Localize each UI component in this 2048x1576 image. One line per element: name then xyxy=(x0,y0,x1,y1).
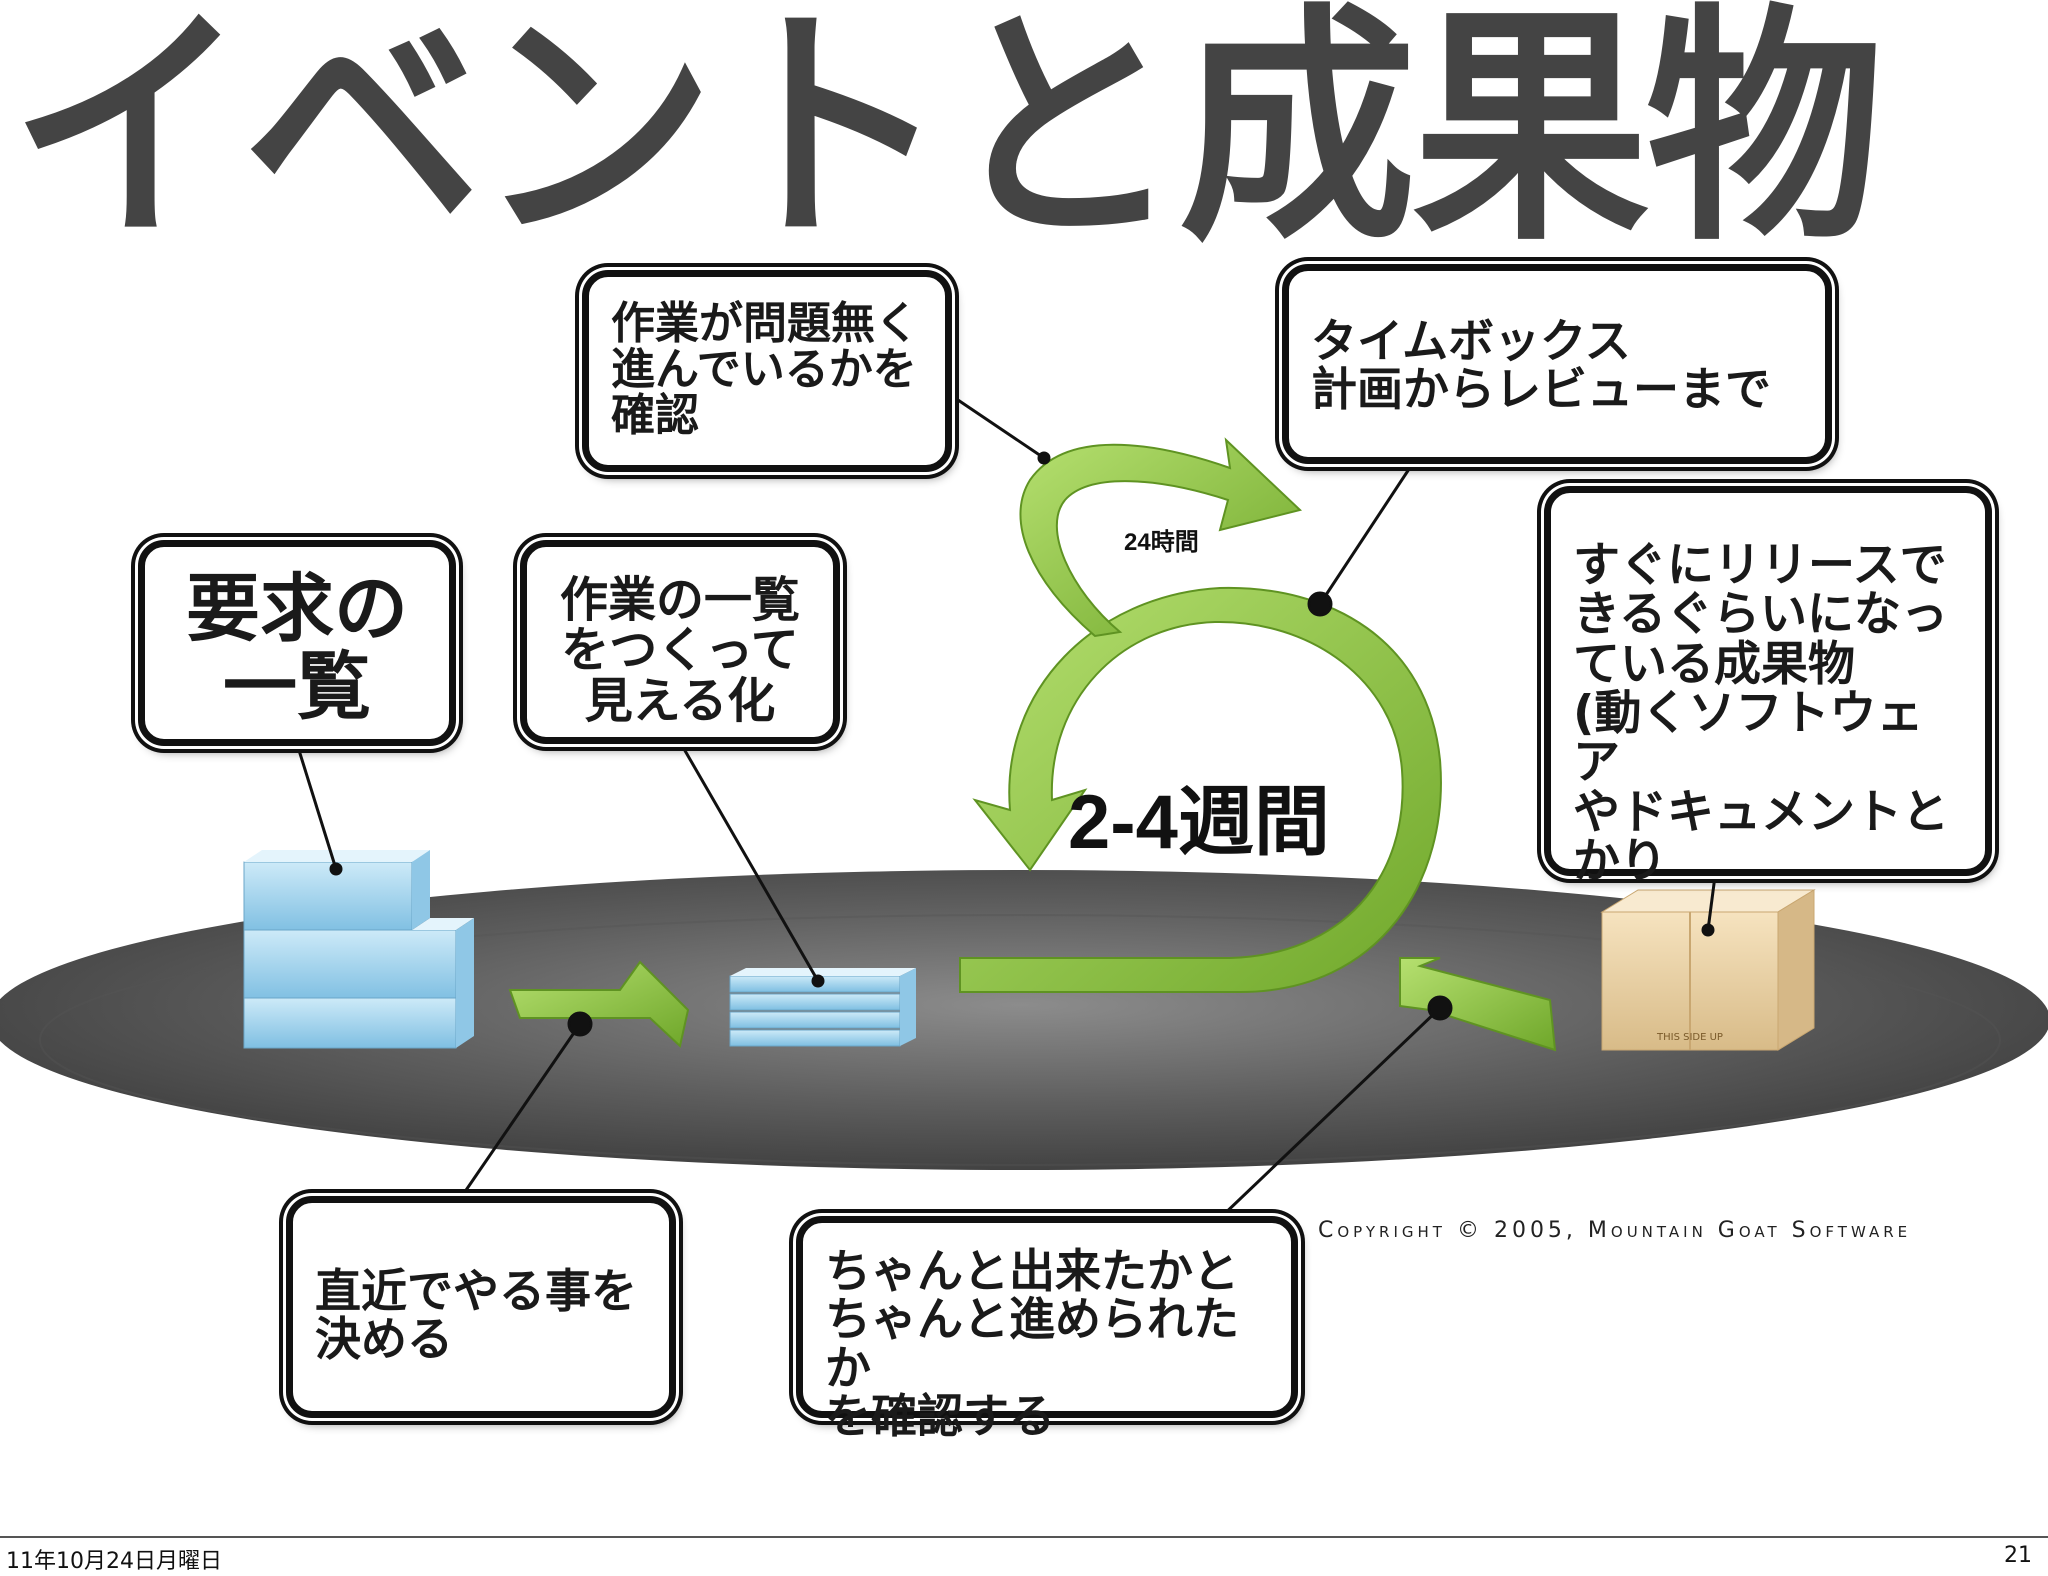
box-label: THIS SIDE UP xyxy=(1656,1032,1723,1043)
platform-ellipse xyxy=(0,870,2048,1170)
callout-sprint-backlog: 作業の一覧 をつくって 見える化 xyxy=(520,540,840,744)
callout-product-backlog: 要求の 一覧 xyxy=(138,540,456,746)
page-number: 21 xyxy=(2004,1543,2032,1568)
platform-shadow xyxy=(39,914,2001,1166)
footer-date: 11年10月24日月曜日 xyxy=(6,1549,222,1574)
copyright-text: Copyright © 2005, Mountain Goat Software xyxy=(1318,1218,1912,1243)
callout-daily-scrum: 作業が問題無く 進んでいるかを 確認 xyxy=(582,270,952,472)
callout-sprint-planning: 直近でやる事を 決める xyxy=(286,1196,676,1418)
daily-loop-arrow xyxy=(1019,437,1303,638)
sprint-loop-arrow xyxy=(959,586,1442,993)
planning-arrow xyxy=(508,960,690,1048)
footer-rule xyxy=(0,1536,2048,1538)
callout-sprint: タイムボックス 計画からレビューまで xyxy=(1282,264,1832,464)
callout-connectors xyxy=(296,396,1717,1222)
product-backlog-blocks xyxy=(243,850,474,1049)
sprint-exit-arrow xyxy=(1399,957,1557,1052)
callout-increment: すぐにリリースで きるぐらいになっ ている成果物 (動くソフトウェア やドキュメ… xyxy=(1544,486,1992,886)
sprint-cycle-label: 2-4週間 xyxy=(1068,780,1330,865)
daily-cycle-label: 24時間 xyxy=(1124,529,1199,556)
callout-review-retrospective: ちゃんと出来たかと ちゃんと進められたか を確認する xyxy=(796,1216,1298,1440)
slide-title: イベントと成果物 xyxy=(10,0,1883,274)
increment-box: THIS SIDE UP xyxy=(1600,889,1816,1051)
